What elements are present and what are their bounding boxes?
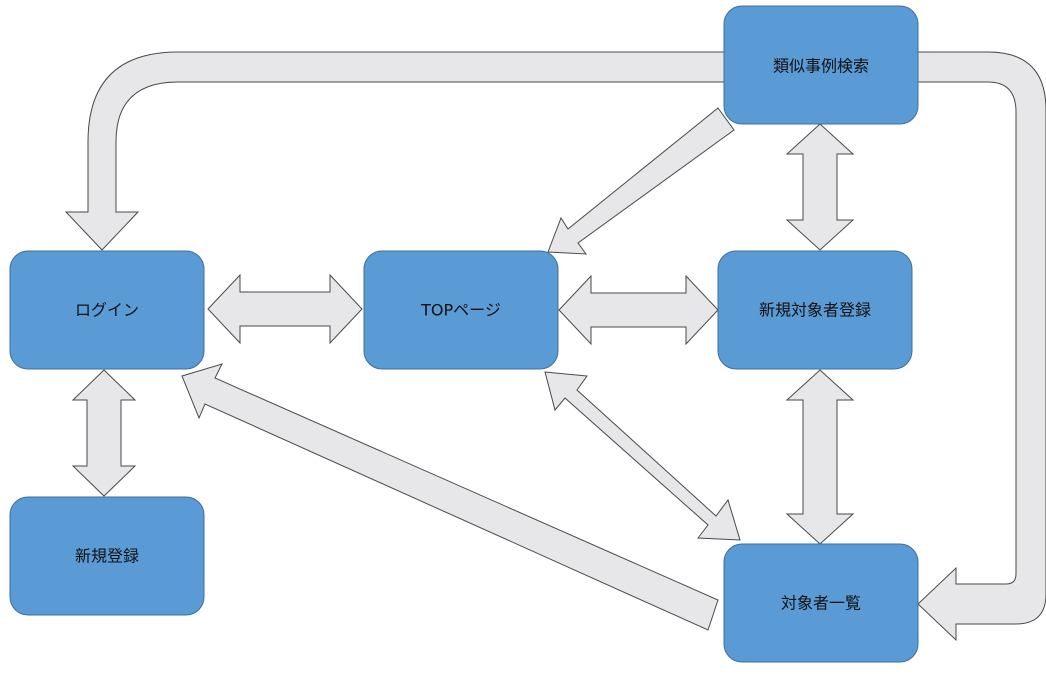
node-signup: 新規登録 (9, 496, 205, 616)
node-label-login: ログイン (75, 301, 139, 320)
node-label-subject-list: 対象者一覧 (781, 594, 861, 613)
arrow-subject-list-to-login (181, 363, 719, 631)
node-subject-list: 対象者一覧 (723, 543, 919, 663)
arrow-similar-search-to-top (547, 107, 735, 255)
arrow-login-signup (71, 369, 137, 497)
arrow-login-top (207, 273, 363, 345)
node-similar-search: 類似事例検索 (723, 5, 919, 125)
node-label-signup: 新規登録 (75, 547, 139, 566)
arrow-similar-search-new-subject (785, 123, 855, 251)
node-label-top: TOPページ (420, 301, 501, 320)
arrow-top-new-subject (558, 274, 719, 346)
node-new-subject-registration: 新規対象者登録 (717, 250, 913, 370)
node-login: ログイン (9, 250, 205, 370)
node-label-similar-search: 類似事例検索 (773, 57, 869, 76)
arrow-similar-search-to-subject-list (917, 51, 1046, 642)
arrow-top-subject-list (544, 371, 741, 541)
node-label-new-subject-registration: 新規対象者登録 (759, 301, 871, 320)
arrow-similar-search-to-login (64, 51, 725, 251)
arrow-new-subject-subject-list (785, 369, 855, 545)
node-top: TOPページ (363, 250, 559, 370)
